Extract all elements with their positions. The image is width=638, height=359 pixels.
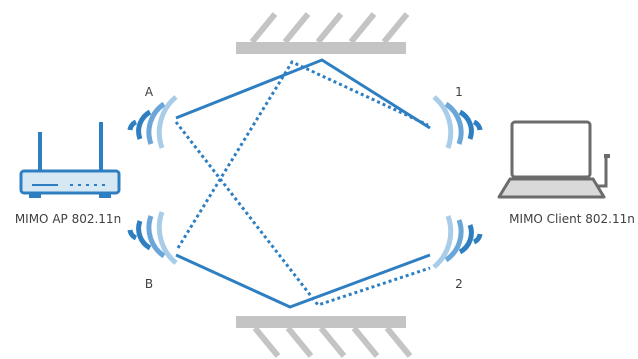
antenna-label-1: 1 xyxy=(455,85,463,99)
wireless-router-icon xyxy=(19,122,121,198)
antenna-1-wifi-icon xyxy=(432,95,483,149)
path-a-2-dotted xyxy=(174,121,431,307)
top-wall-icon xyxy=(236,12,410,54)
antenna-a-wifi-icon xyxy=(127,95,178,149)
antenna-2-wifi-icon xyxy=(432,215,483,269)
laptop-icon xyxy=(497,120,610,199)
path-a-1-solid xyxy=(175,58,431,130)
antenna-label-a: A xyxy=(145,85,154,99)
client-label: MIMO Client 802.11n xyxy=(509,212,635,226)
bottom-wall-icon xyxy=(236,316,413,358)
path-b-2-solid xyxy=(175,253,431,309)
antenna-b-wifi-icon xyxy=(127,211,178,265)
antenna-label-b: B xyxy=(145,277,153,291)
signal-paths xyxy=(174,58,431,309)
path-b-1-dotted xyxy=(176,60,429,249)
ap-label: MIMO AP 802.11n xyxy=(15,212,121,226)
antenna-label-2: 2 xyxy=(455,277,463,291)
